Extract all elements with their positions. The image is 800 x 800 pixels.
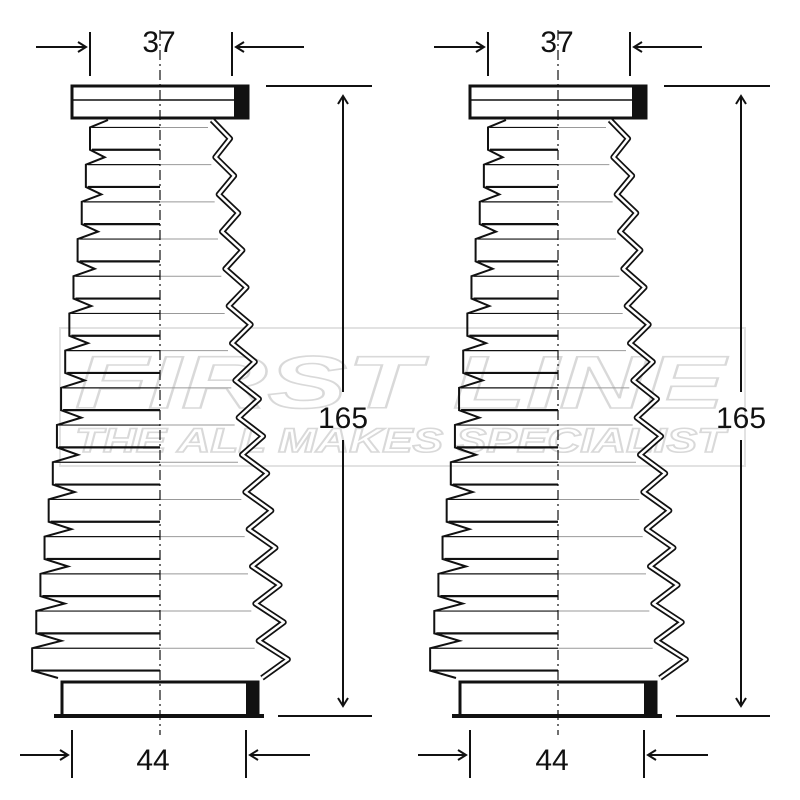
bellows-left-edge [429, 119, 507, 679]
arrow-left-icon [646, 749, 708, 761]
arrow-down-icon [337, 440, 349, 708]
arrow-up-icon [337, 94, 349, 392]
bellows-left-edge [31, 119, 109, 679]
boot-outline [31, 30, 291, 735]
collar-section [234, 86, 248, 118]
length-label: 165 [716, 402, 766, 435]
dimension-length: 165 [664, 85, 770, 717]
dimension-top-diameter: 37 [36, 26, 304, 76]
dimension-bottom-diameter: 44 [20, 730, 310, 778]
arrow-right-icon [418, 749, 468, 761]
dimension-length: 165 [266, 85, 372, 717]
watermark-frame [59, 327, 746, 467]
top-diameter-label: 37 [142, 26, 175, 59]
arrow-left-icon [248, 749, 310, 761]
arrow-left-icon [632, 41, 702, 53]
collar-section [632, 86, 646, 118]
watermark-brand: FIRST LINE [75, 341, 729, 424]
bellows-section-inner [609, 119, 688, 680]
boot-outline [429, 30, 689, 735]
arrow-down-icon [735, 440, 747, 708]
bellows-section-inner [211, 119, 290, 680]
bottom-diameter-label: 44 [535, 744, 568, 777]
length-label: 165 [318, 402, 368, 435]
dimension-bottom-diameter: 44 [418, 730, 708, 778]
steering-boot-right: 37 44 165 [418, 26, 770, 778]
bottom-collar-section [246, 682, 258, 716]
bottom-diameter-label: 44 [136, 744, 169, 777]
arrow-right-icon [434, 41, 486, 53]
arrow-left-icon [234, 41, 304, 53]
top-diameter-label: 37 [540, 26, 573, 59]
watermark: FIRST LINE THE ALL MAKES SPECIALIST [59, 327, 746, 467]
arrow-right-icon [20, 749, 70, 761]
arrow-right-icon [36, 41, 88, 53]
steering-boot-left: 37 44 165 [20, 26, 372, 778]
watermark-tagline: THE ALL MAKES SPECIALIST [75, 422, 729, 460]
bottom-collar-section [644, 682, 656, 716]
arrow-up-icon [735, 94, 747, 392]
dimension-top-diameter: 37 [434, 26, 702, 76]
